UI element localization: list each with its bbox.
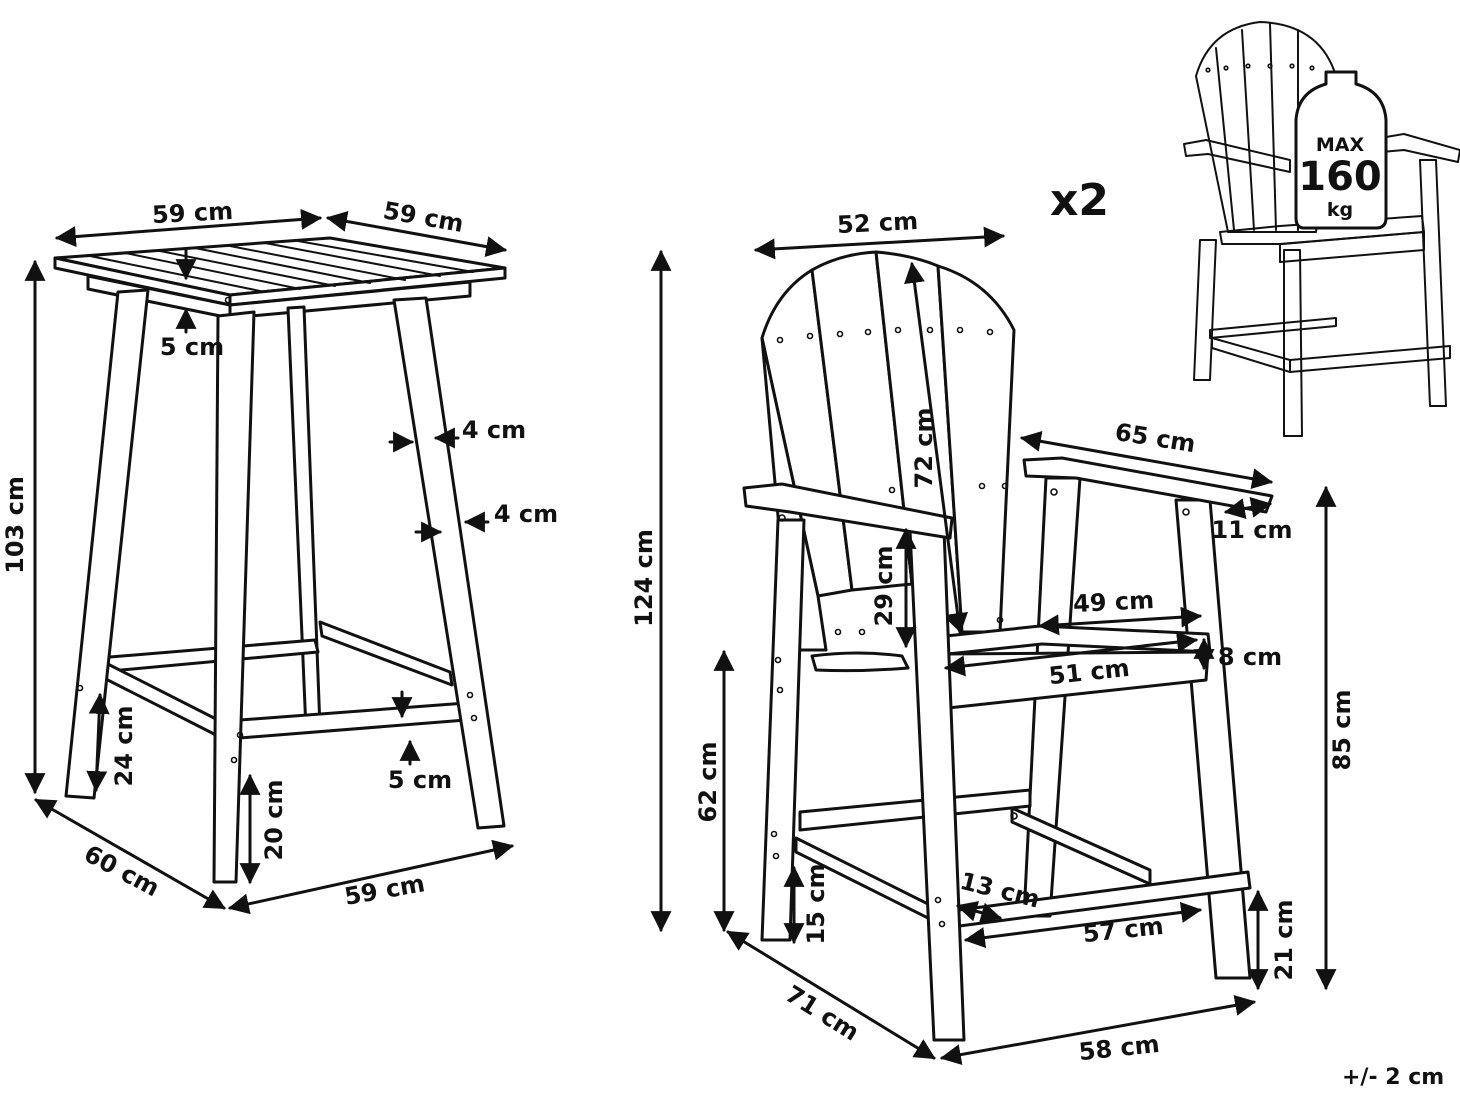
- max-load-unit: kg: [1327, 199, 1353, 221]
- chair-seat-depth: 49 cm: [1072, 586, 1154, 618]
- table-top-width: 59 cm: [151, 197, 233, 229]
- chair-arm-height: 29 cm: [870, 546, 898, 627]
- table-dimension-arrows: [24, 208, 515, 915]
- tolerance-note: +/- 2 cm: [1342, 1065, 1444, 1090]
- chair-arm-width: 11 cm: [1212, 516, 1293, 544]
- table-drawing: [53, 236, 507, 884]
- chair-total-height: 124 cm: [630, 529, 658, 627]
- thumbnail-chair: [1183, 21, 1460, 437]
- table-rail-thickness: 5 cm: [388, 766, 452, 794]
- table-leg-width-1: 4 cm: [462, 416, 526, 444]
- table-base-width: 59 cm: [342, 869, 427, 911]
- chair-dimension-arrows: [650, 226, 1337, 1065]
- table-height: 103 cm: [1, 476, 29, 574]
- table-rail-height-side: 24 cm: [110, 706, 138, 787]
- chair-back-width: 52 cm: [836, 207, 918, 239]
- chair-base-width: 58 cm: [1077, 1030, 1160, 1066]
- table-top-thickness: 5 cm: [160, 333, 224, 361]
- chair-seat-height: 62 cm: [694, 742, 722, 823]
- chair-arm-length: 65 cm: [1113, 418, 1197, 458]
- table-rail-height-front: 20 cm: [260, 780, 288, 861]
- chair-seat-rail: 8 cm: [1218, 643, 1282, 671]
- chair-footrest-width: 57 cm: [1081, 912, 1164, 948]
- text-labels: x2 MAX 160 kg +/- 2 cm 59 cm 59 cm 5 cm …: [1, 134, 1444, 1090]
- table-leg-width-2: 4 cm: [494, 500, 558, 528]
- chair-footrest-height: 15 cm: [802, 864, 830, 945]
- chair-foot-height: 21 cm: [1270, 900, 1298, 981]
- chair-armrest-floor-height: 85 cm: [1328, 690, 1356, 771]
- max-load-max: MAX: [1316, 134, 1365, 156]
- weight-vase-icon: [1294, 70, 1388, 230]
- chair-back-height: 72 cm: [910, 408, 938, 489]
- max-load-value: 160: [1298, 154, 1382, 200]
- table-top-depth: 59 cm: [381, 196, 466, 238]
- multiplier-label: x2: [1050, 175, 1109, 226]
